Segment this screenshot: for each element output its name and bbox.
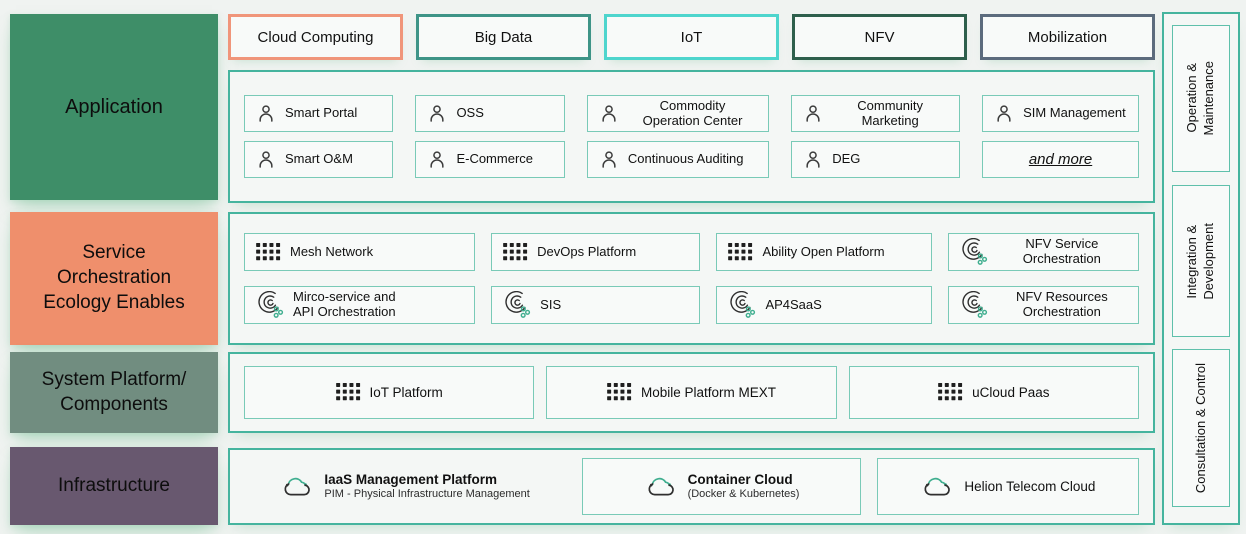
sidebar-item-operation-maintenance: Operation & Maintenance [1172,25,1230,172]
app-item-e-commerce: E-Commerce [415,141,565,178]
plat-item-ucloud-paas: uCloud Paas [848,366,1139,419]
item-label: Mesh Network [290,243,374,259]
tab-nfv: NFV [792,14,967,60]
item-subtitle: PIM - Physical Infrastructure Management [324,487,530,500]
tab-iot: IoT [604,14,779,60]
infra-item-helion-telecom-cloud: Helion Telecom Cloud [876,458,1139,515]
sidebar-item-label: Operation & Maintenance [1184,61,1216,136]
item-label: NFV Service Orchestration [1022,236,1101,266]
app-grid-icon [503,243,528,262]
item-label: DevOps Platform [537,243,637,259]
app-item-oss: OSS [415,95,565,132]
app-grid-icon [728,243,753,262]
item-label: E-Commerce [456,151,534,167]
layer-service-orchestration: Service Orchestration Ecology Enables [10,212,218,345]
svc-item-nfv-service-orchestration: NFV Service Orchestration [947,233,1139,271]
item-subtitle: (Docker & Kubernetes) [687,487,800,500]
app-grid-icon [336,383,361,402]
cloud-sync-icon [644,474,677,499]
svc-item-ability-open-platform: Ability Open Platform [716,233,932,271]
plat-item-iot-platform: IoT Platform [244,366,535,419]
user-icon [803,149,823,170]
item-title: IaaS Management Platform [324,472,497,488]
item-label: Commodity Operation Center [642,97,743,128]
item-label: IoT Platform [369,384,443,400]
app-item-smart-oam: Smart O&M [244,141,394,178]
orchestration-flow-icon [960,291,988,319]
cloud-sync-icon [280,474,313,499]
tab-mobilization: Mobilization [980,14,1155,60]
svc-item-ap4saas: AP4SaaS [716,286,932,324]
application-panel: Smart Portal OSS Commodity Operation Cen… [228,70,1155,203]
plat-item-mobile-platform-mext: Mobile Platform MEXT [546,366,837,419]
service-panel: Mesh Network DevOps Platform Ability Ope… [228,212,1155,345]
item-label: Ability Open Platform [762,243,885,259]
layer-application: Application [10,14,218,200]
infra-item-container-cloud: Container Cloud (Docker & Kubernetes) [582,458,861,515]
app-item-continuous-auditing: Continuous Auditing [586,141,770,178]
svc-item-devops-platform: DevOps Platform [491,233,701,271]
sidebar-item-label: Consultation & Control [1192,362,1208,494]
app-grid-icon [607,383,632,402]
item-label: and more [1028,150,1093,168]
item-label: uCloud Paas [972,384,1050,400]
app-grid-icon [256,243,281,262]
orchestration-flow-icon [960,238,988,266]
svc-item-sis: SIS [491,286,701,324]
item-label: Mobile Platform MEXT [640,384,777,400]
app-item-deg: DEG [791,141,961,178]
user-icon [599,149,619,170]
item-label: Continuous Auditing [627,151,744,167]
user-icon [803,103,823,124]
user-icon [427,149,447,170]
tab-big-data: Big Data [416,14,591,60]
app-item-commodity-operation-center: Commodity Operation Center [586,95,770,132]
user-icon [994,103,1014,124]
item-label: Community Marketing [857,97,924,128]
svc-item-micro-service-api-orchestration: Mirco-service and API Orchestration [244,286,476,324]
orchestration-flow-icon [728,291,756,319]
infra-item-iaas-management-platform: IaaS Management Platform PIM - Physical … [244,458,566,515]
sidebar-item-label: Integration & Development [1184,222,1216,300]
app-item-and-more: and more [982,141,1139,178]
app-item-community-marketing: Community Marketing [791,95,961,132]
app-item-sim-management: SIM Management [982,95,1139,132]
item-label: DEG [832,151,861,167]
user-icon [256,149,276,170]
infrastructure-panel: IaaS Management Platform PIM - Physical … [228,448,1155,525]
svc-item-mesh-network: Mesh Network [244,233,476,271]
orchestration-flow-icon [503,291,531,319]
app-item-smart-portal: Smart Portal [244,95,394,132]
sidebar-item-consultation-control: Consultation & Control [1172,349,1230,507]
item-label: SIS [540,296,562,312]
svc-item-nfv-resources-orchestration: NFV Resources Orchestration [947,286,1139,324]
sidebar-item-integration-development: Integration & Development [1172,185,1230,337]
item-title: Helion Telecom Cloud [964,478,1096,494]
item-label: SIM Management [1023,105,1126,121]
user-icon [256,103,276,124]
layer-system-platform: System Platform/ Components [10,352,218,433]
platform-panel: IoT Platform Mobile Platform MEXT uCloud… [228,352,1155,433]
item-label: NFV Resources Orchestration [1015,289,1108,319]
user-icon [427,103,447,124]
tab-cloud-computing: Cloud Computing [228,14,403,60]
item-label: AP4SaaS [765,296,822,312]
orchestration-flow-icon [256,291,284,319]
user-icon [599,103,619,124]
app-grid-icon [938,383,963,402]
item-label: Smart Portal [285,105,358,121]
layer-infrastructure: Infrastructure [10,447,218,525]
item-label: Smart O&M [285,151,353,167]
item-label: Mirco-service and API Orchestration [293,289,396,319]
item-title: Container Cloud [687,472,793,488]
cloud-sync-icon [920,474,953,499]
technology-tabs: Cloud Computing Big Data IoT NFV Mobiliz… [228,14,1155,60]
item-label: OSS [456,105,484,121]
sidebar-panel: Operation & Maintenance Integration & De… [1162,12,1240,525]
